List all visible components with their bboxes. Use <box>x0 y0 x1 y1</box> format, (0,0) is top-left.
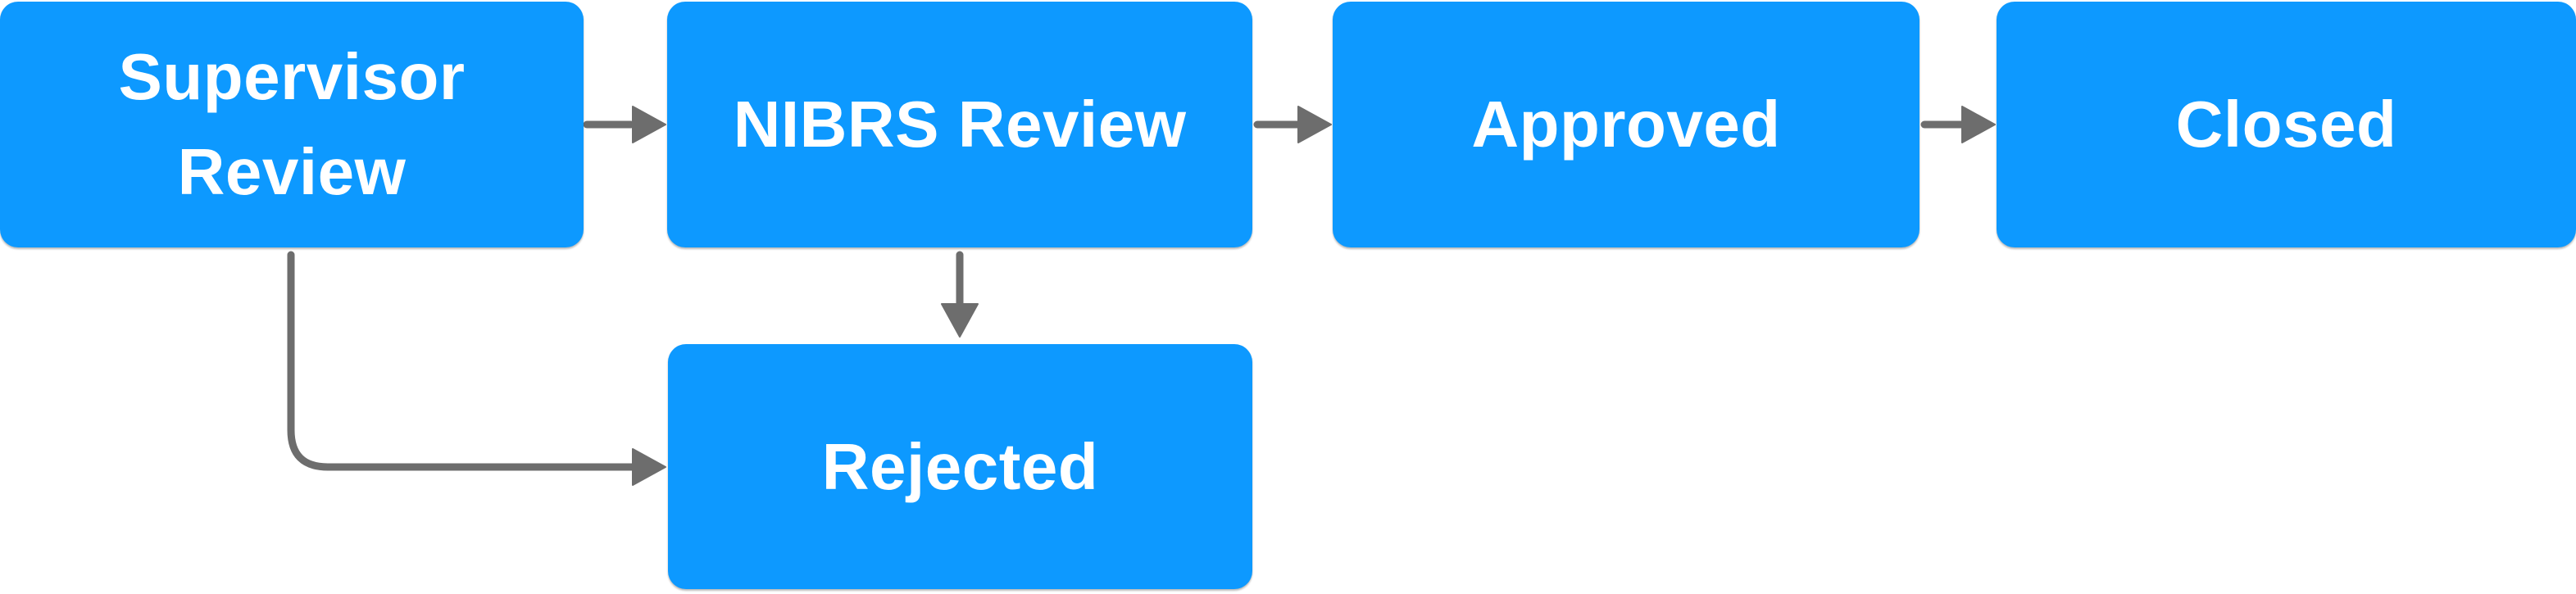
node-supervisor-review[interactable]: Supervisor Review <box>0 2 584 247</box>
connector-approved-to-closed[interactable] <box>1920 106 1996 143</box>
node-closed[interactable]: Closed <box>1997 2 2576 247</box>
arrowhead-right-icon <box>632 448 666 486</box>
arrowhead-right-icon <box>632 106 666 143</box>
node-label: Rejected <box>821 429 1099 503</box>
node-nibrs-review[interactable]: NIBRS Review <box>667 2 1252 247</box>
arrowhead-down-icon <box>941 303 979 338</box>
node-label: Closed <box>2175 88 2397 161</box>
connector-nibrs-to-approved[interactable] <box>1253 106 1332 143</box>
node-label: NIBRS Review <box>733 88 1187 161</box>
connector-nibrs-to-rejected[interactable] <box>941 251 979 338</box>
node-label: Approved <box>1471 88 1781 161</box>
node-label: Supervisor Review <box>118 40 466 208</box>
arrowhead-right-icon <box>1297 106 1332 143</box>
connector-supervisor-to-nibrs[interactable] <box>583 106 666 143</box>
connector-supervisor-to-rejected[interactable] <box>287 251 666 486</box>
node-approved[interactable]: Approved <box>1333 2 1920 247</box>
arrowhead-right-icon <box>1961 106 1996 143</box>
node-rejected[interactable]: Rejected <box>668 344 1252 589</box>
